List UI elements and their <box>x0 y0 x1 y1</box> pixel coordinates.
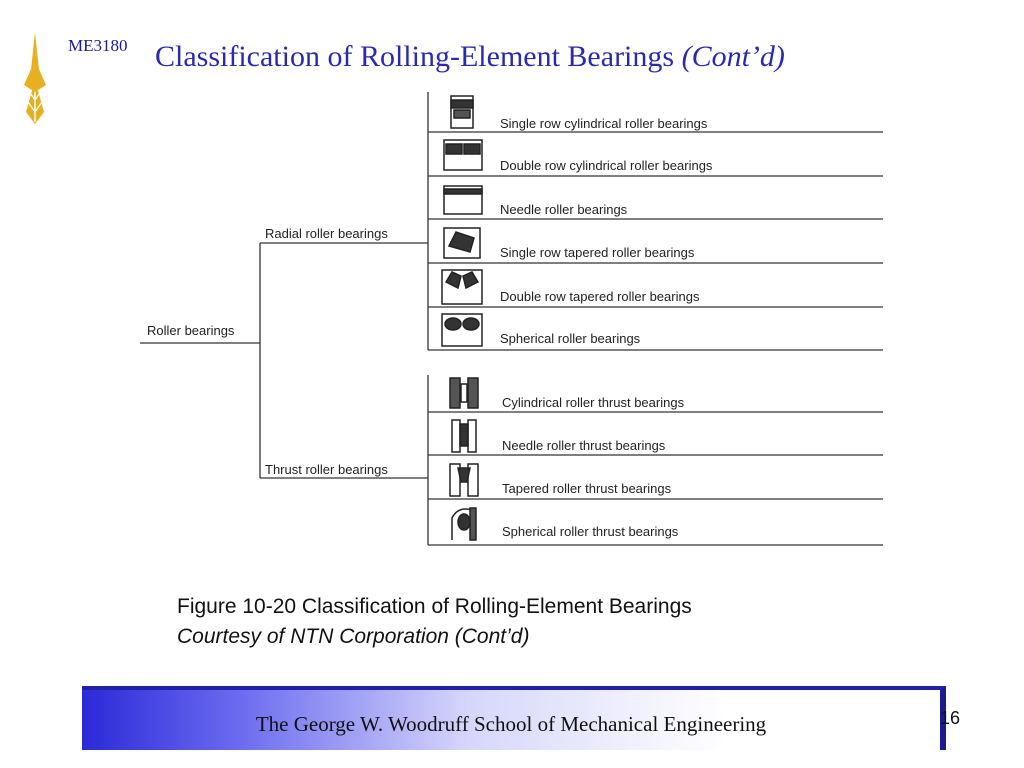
caption-line-2: Courtesy of NTN Corporation (Cont’d) <box>177 625 530 648</box>
thrust-item: Spherical roller thrust bearings <box>502 524 679 539</box>
slide-title-suffix: (Cont’d) <box>681 40 785 73</box>
radial-group-label: Radial roller bearings <box>265 226 388 241</box>
thrust-group-label: Thrust roller bearings <box>265 462 388 477</box>
thrust-item: Cylindrical roller thrust bearings <box>502 395 685 410</box>
figure-caption: Figure 10-20 Classification of Rolling-E… <box>177 592 692 652</box>
georgia-tech-logo-icon <box>24 32 46 124</box>
cylindrical-thrust-icon <box>449 377 479 409</box>
footer-bar: The George W. Woodruff School of Mechani… <box>82 686 946 750</box>
slide-title-main: Classification of Rolling-Element Bearin… <box>155 40 682 73</box>
radial-item: Single row cylindrical roller bearings <box>500 116 708 131</box>
radial-item: Double row cylindrical roller bearings <box>500 158 713 173</box>
spherical-roller-icon <box>441 313 483 347</box>
radial-item: Single row tapered roller bearings <box>500 245 695 260</box>
caption-line-1: Figure 10-20 Classification of Rolling-E… <box>177 595 692 618</box>
slide-title: Classification of Rolling-Element Bearin… <box>155 40 785 74</box>
needle-roller-icon <box>443 185 483 215</box>
root-label: Roller bearings <box>147 323 235 338</box>
thrust-item: Tapered roller thrust bearings <box>502 481 672 496</box>
radial-item: Spherical roller bearings <box>500 331 641 346</box>
thrust-item: Needle roller thrust bearings <box>502 438 666 453</box>
double-row-tapered-icon <box>441 269 483 305</box>
tapered-thrust-icon <box>449 463 479 497</box>
double-row-cylindrical-icon <box>443 139 483 171</box>
course-code: ME3180 <box>68 36 128 55</box>
spherical-thrust-icon <box>451 507 477 541</box>
page-number: 16 <box>940 708 961 728</box>
needle-thrust-icon <box>451 419 477 453</box>
footer-text: The George W. Woodruff School of Mechani… <box>255 712 767 736</box>
radial-item: Double row tapered roller bearings <box>500 289 700 304</box>
single-row-tapered-icon <box>443 227 481 259</box>
radial-item: Needle roller bearings <box>500 202 628 217</box>
single-row-cylindrical-icon <box>450 95 474 129</box>
